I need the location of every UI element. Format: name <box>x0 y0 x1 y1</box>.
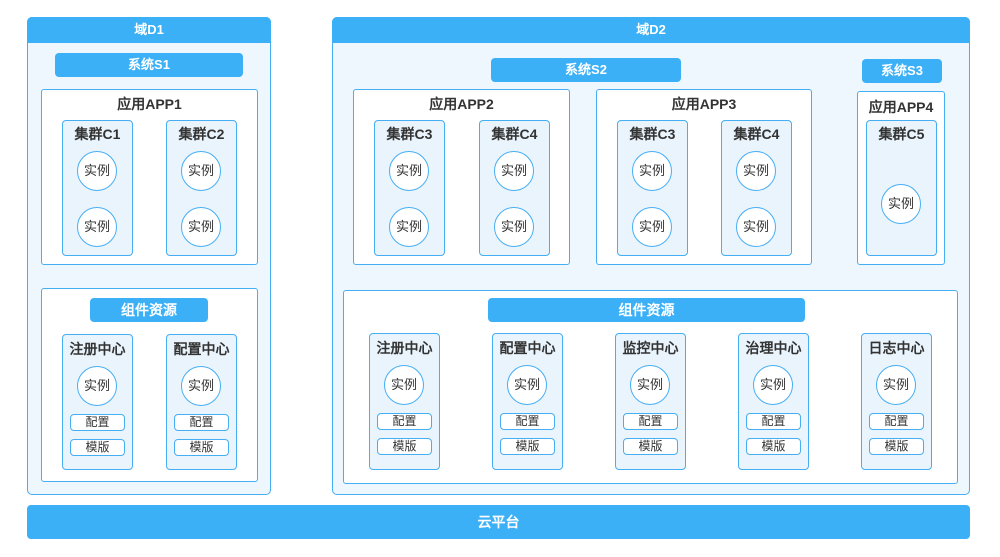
app-title: 应用APP3 <box>671 96 737 112</box>
center-title: 注册中心 <box>376 340 433 356</box>
instance-node: 实例 <box>389 207 429 247</box>
instance-node: 实例 <box>77 207 117 247</box>
center-title: 配置中心 <box>499 340 556 356</box>
app-app3-box: 应用APP3 集群C3 实例 实例 集群C4 实例 实例 <box>596 89 812 265</box>
cluster-c1: 集群C1 实例 实例 <box>62 120 133 256</box>
instance-node: 实例 <box>494 151 534 191</box>
instance-node: 实例 <box>384 365 424 405</box>
template-tag: 模版 <box>500 438 555 455</box>
instance-node: 实例 <box>181 366 221 406</box>
center-config: 配置中心 实例 配置 模版 <box>166 334 237 470</box>
instance-node: 实例 <box>753 365 793 405</box>
template-tag: 模版 <box>623 438 678 455</box>
cluster-c3: 集群C3 实例 实例 <box>374 120 445 256</box>
domain-d1-header: 域D1 <box>27 17 271 43</box>
instance-node: 实例 <box>736 151 776 191</box>
cluster-title: 集群C3 <box>386 126 433 142</box>
config-tag: 配置 <box>500 413 555 430</box>
center-governance: 治理中心 实例 配置 模版 <box>738 333 809 470</box>
template-tag: 模版 <box>869 438 924 455</box>
cluster-title: 集群C5 <box>878 126 925 142</box>
system-s3-pill: 系统S3 <box>862 59 942 83</box>
app-app2-box: 应用APP2 集群C3 实例 实例 集群C4 实例 实例 <box>353 89 570 265</box>
cluster-title: 集群C4 <box>491 126 538 142</box>
domain-d1: 域D1 系统S1 应用APP1 集群C1 实例 实例 集群C2 实例 实例 组件… <box>27 17 271 495</box>
center-title: 配置中心 <box>173 341 230 357</box>
center-config: 配置中心 实例 配置 模版 <box>492 333 563 470</box>
instance-node: 实例 <box>77 366 117 406</box>
app-title: 应用APP4 <box>868 99 934 115</box>
instance-node: 实例 <box>630 365 670 405</box>
instance-node: 实例 <box>494 207 534 247</box>
system-s2-pill: 系统S2 <box>491 58 681 82</box>
cluster-title: 集群C2 <box>178 126 225 142</box>
center-title: 注册中心 <box>69 341 126 357</box>
cluster-c5: 集群C5 实例 <box>866 120 937 256</box>
cloud-platform-bar: 云平台 <box>27 505 970 539</box>
system-s1-pill: 系统S1 <box>55 53 243 77</box>
center-title: 监控中心 <box>622 340 679 356</box>
components-pill: 组件资源 <box>90 298 208 322</box>
center-title: 日志中心 <box>868 340 925 356</box>
components-box-d1: 组件资源 注册中心 实例 配置 模版 配置中心 实例 配置 模版 <box>41 288 258 482</box>
instance-node: 实例 <box>632 207 672 247</box>
instance-node: 实例 <box>632 151 672 191</box>
cluster-c4: 集群C4 实例 实例 <box>479 120 550 256</box>
app-title: 应用APP1 <box>117 96 182 112</box>
domain-d2-header: 域D2 <box>332 17 970 43</box>
center-monitor: 监控中心 实例 配置 模版 <box>615 333 686 470</box>
center-log: 日志中心 实例 配置 模版 <box>861 333 932 470</box>
instance-node: 实例 <box>181 207 221 247</box>
template-tag: 模版 <box>746 438 801 455</box>
center-title: 治理中心 <box>745 340 802 356</box>
instance-node: 实例 <box>876 365 916 405</box>
template-tag: 模版 <box>377 438 432 455</box>
config-tag: 配置 <box>746 413 801 430</box>
instance-node: 实例 <box>389 151 429 191</box>
cluster-title: 集群C3 <box>629 126 676 142</box>
instance-node: 实例 <box>181 151 221 191</box>
instance-node: 实例 <box>736 207 776 247</box>
config-tag: 配置 <box>623 413 678 430</box>
config-tag: 配置 <box>377 413 432 430</box>
app-app1-box: 应用APP1 集群C1 实例 实例 集群C2 实例 实例 <box>41 89 258 265</box>
components-pill: 组件资源 <box>488 298 805 322</box>
domain-d2: 域D2 系统S2 系统S3 应用APP2 集群C3 实例 实例 集群C4 实例 … <box>332 17 970 495</box>
template-tag: 模版 <box>174 439 229 456</box>
config-tag: 配置 <box>174 414 229 431</box>
app-app4-box: 应用APP4 集群C5 实例 <box>857 91 945 265</box>
cluster-title: 集群C4 <box>733 126 780 142</box>
instance-node: 实例 <box>77 151 117 191</box>
components-box-d2: 组件资源 注册中心 实例 配置 模版 配置中心 实例 配置 模版 监控中心 实例… <box>343 290 958 484</box>
app-title: 应用APP2 <box>429 96 494 112</box>
instance-node: 实例 <box>881 184 921 224</box>
instance-node: 实例 <box>507 365 547 405</box>
cluster-c3: 集群C3 实例 实例 <box>617 120 688 256</box>
config-tag: 配置 <box>70 414 125 431</box>
center-registry: 注册中心 实例 配置 模版 <box>62 334 133 470</box>
cluster-title: 集群C1 <box>74 126 121 142</box>
center-registry: 注册中心 实例 配置 模版 <box>369 333 440 470</box>
cluster-c2: 集群C2 实例 实例 <box>166 120 237 256</box>
config-tag: 配置 <box>869 413 924 430</box>
template-tag: 模版 <box>70 439 125 456</box>
cluster-c4: 集群C4 实例 实例 <box>721 120 792 256</box>
